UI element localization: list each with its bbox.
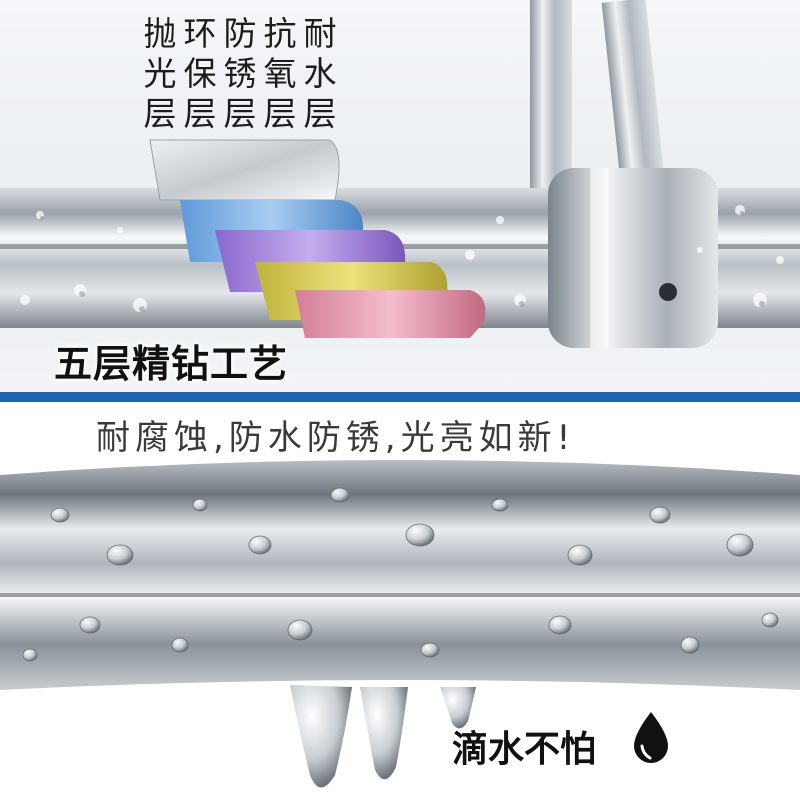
layer-label-char: 锈 <box>223 54 257 93</box>
layered-pipe-illustration <box>0 0 800 348</box>
layer-label-grid: 抛 环 防 抗 耐 光 保 锈 氧 水 层 层 层 层 层 <box>140 14 340 134</box>
wet-pipe-illustration <box>0 460 800 788</box>
layer-label-char: 氧 <box>263 54 297 93</box>
layer-label-char: 耐 <box>303 14 337 53</box>
layer-label-char: 层 <box>263 94 297 133</box>
water-drop-icon <box>624 708 678 768</box>
layer-label-char: 抗 <box>263 14 297 53</box>
pink-layer <box>295 290 486 338</box>
layer-label-char: 层 <box>303 94 337 133</box>
headline: 五层精钻工艺 <box>54 342 289 386</box>
subheadline: 耐腐蚀,防水防锈,光亮如新! <box>96 418 576 458</box>
layer-diagram-panel: 抛 环 防 抗 耐 光 保 锈 氧 水 层 层 层 层 层 五层精钻工艺 <box>0 0 800 395</box>
drip-label: 滴水不怕 <box>452 729 597 770</box>
layer-label-char: 层 <box>143 94 177 133</box>
layer-label-char: 光 <box>143 54 177 93</box>
layer-label-char: 抛 <box>143 14 177 53</box>
layer-label-char: 层 <box>183 94 217 133</box>
layer-label-char: 防 <box>223 14 257 53</box>
blue-divider <box>0 392 800 402</box>
wet-pipe-panel: 耐腐蚀,防水防锈,光亮如新! <box>0 405 800 800</box>
layer-label-char: 层 <box>223 94 257 133</box>
layer-label-char: 保 <box>183 54 217 93</box>
layer-label-char: 环 <box>183 14 217 53</box>
layer-label-char: 水 <box>303 54 337 93</box>
